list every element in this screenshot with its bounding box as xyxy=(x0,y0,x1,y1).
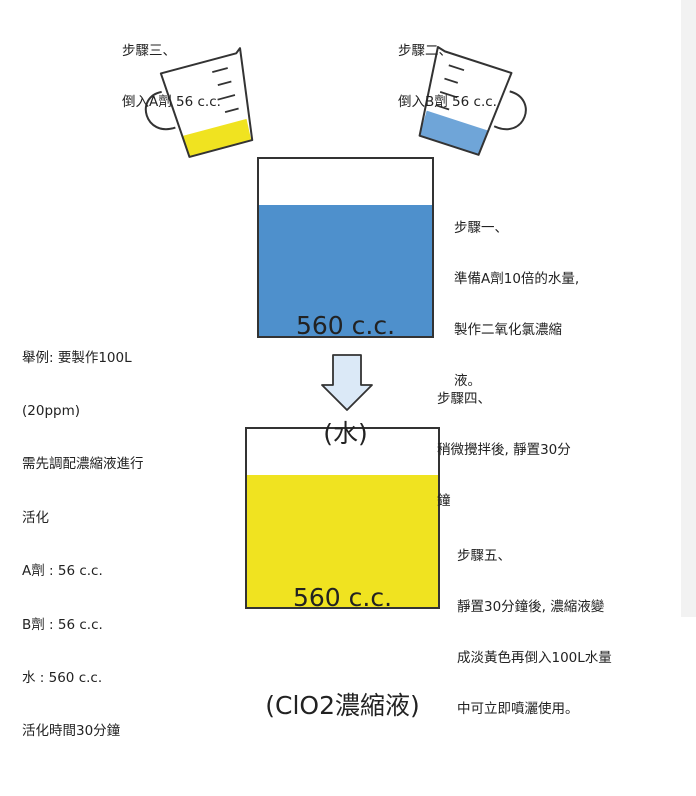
measuring-cup-b xyxy=(418,45,527,156)
step2-title: 步驟二、 xyxy=(398,43,452,59)
cup-b-outline xyxy=(418,45,513,156)
beaker-water-volume: 560 c.c. xyxy=(295,311,396,340)
step1-line-2: 製作二氧化氯濃縮 xyxy=(454,322,562,338)
step5-text: 步驟五、 靜置30分鐘後, 濃縮液變 成淡黃色再倒入100L水量 中可立即噴灑使… xyxy=(457,514,612,752)
beaker-final-liquid xyxy=(246,475,439,608)
beaker-final-label: 560 c.c. (ClO2濃縮液) xyxy=(246,508,439,796)
cup-a-liquid xyxy=(182,118,252,157)
cup-b-graduations xyxy=(435,64,465,111)
cup-a-graduations xyxy=(212,67,239,114)
diagram: 步驟三、 倒入A劑 56 c.c. 步驟二、 倒入B劑 56 c.c. 步驟一、… xyxy=(22,0,696,739)
cup-b-liquid xyxy=(419,110,488,155)
step1-title: 步驟一、 xyxy=(454,220,508,236)
example-text: 舉例: 要製作100L (20ppm) 需先調配濃縮液進行 活化 A劑 : 56… xyxy=(22,314,144,777)
beaker-water-liquid xyxy=(258,205,433,337)
example-line-8: 活化時間30分鐘 xyxy=(22,723,121,740)
example-line-1: 舉例: 要製作100L xyxy=(22,349,132,366)
step4-line-1: 稍微攪拌後, 靜置30分 xyxy=(437,442,571,458)
step2-text: 步驟二、 倒入B劑 56 c.c. xyxy=(398,9,497,145)
beaker-final-volume: 560 c.c. xyxy=(292,583,393,612)
edge-strip xyxy=(681,0,696,617)
example-line-2: (20ppm) xyxy=(22,402,81,419)
example-line-4: 活化 xyxy=(22,509,49,526)
beaker-final xyxy=(245,427,440,609)
example-line-7: 水 : 560 c.c. xyxy=(22,669,103,686)
cup-b-handle xyxy=(493,90,527,131)
step3-title: 步驟三、 xyxy=(122,43,176,59)
beaker-final-outline xyxy=(245,427,440,609)
example-line-5: A劑 : 56 c.c. xyxy=(22,563,103,580)
step1-text: 步驟一、 準備A劑10倍的水量, 製作二氧化氯濃縮 液。 xyxy=(454,186,579,424)
step5-line-3: 中可立即噴灑使用。 xyxy=(457,701,579,717)
example-line-3: 需先調配濃縮液進行 xyxy=(22,456,144,473)
beaker-water xyxy=(257,157,434,338)
step4-title: 步驟四、 xyxy=(437,391,491,407)
step5-line-1: 靜置30分鐘後, 濃縮液變 xyxy=(457,599,605,615)
step1-line-3: 液。 xyxy=(454,373,481,389)
measuring-cup-a xyxy=(144,47,254,158)
down-arrow-icon xyxy=(321,354,373,411)
step5-title: 步驟五、 xyxy=(457,548,511,564)
step4-text: 步驟四、 稍微攪拌後, 靜置30分 鐘 xyxy=(437,357,571,544)
step3-text: 步驟三、 倒入A劑 56 c.c. xyxy=(122,9,221,145)
diagram-art xyxy=(144,45,527,609)
step2-desc: 倒入B劑 56 c.c. xyxy=(398,94,497,110)
beaker-final-content: (ClO2濃縮液) xyxy=(265,691,420,720)
beaker-water-label: 560 c.c. (水) xyxy=(258,236,433,524)
step1-line-1: 準備A劑10倍的水量, xyxy=(454,271,580,287)
step5-line-2: 成淡黃色再倒入100L水量 xyxy=(457,650,612,666)
example-line-6: B劑 : 56 c.c. xyxy=(22,616,103,633)
step3-desc: 倒入A劑 56 c.c. xyxy=(122,94,221,110)
cup-a-outline xyxy=(159,47,254,158)
beaker-water-content: (水) xyxy=(323,419,368,448)
cup-a-handle xyxy=(144,90,176,131)
beaker-water-outline xyxy=(257,157,434,338)
step4-line-2: 鐘 xyxy=(437,493,451,509)
